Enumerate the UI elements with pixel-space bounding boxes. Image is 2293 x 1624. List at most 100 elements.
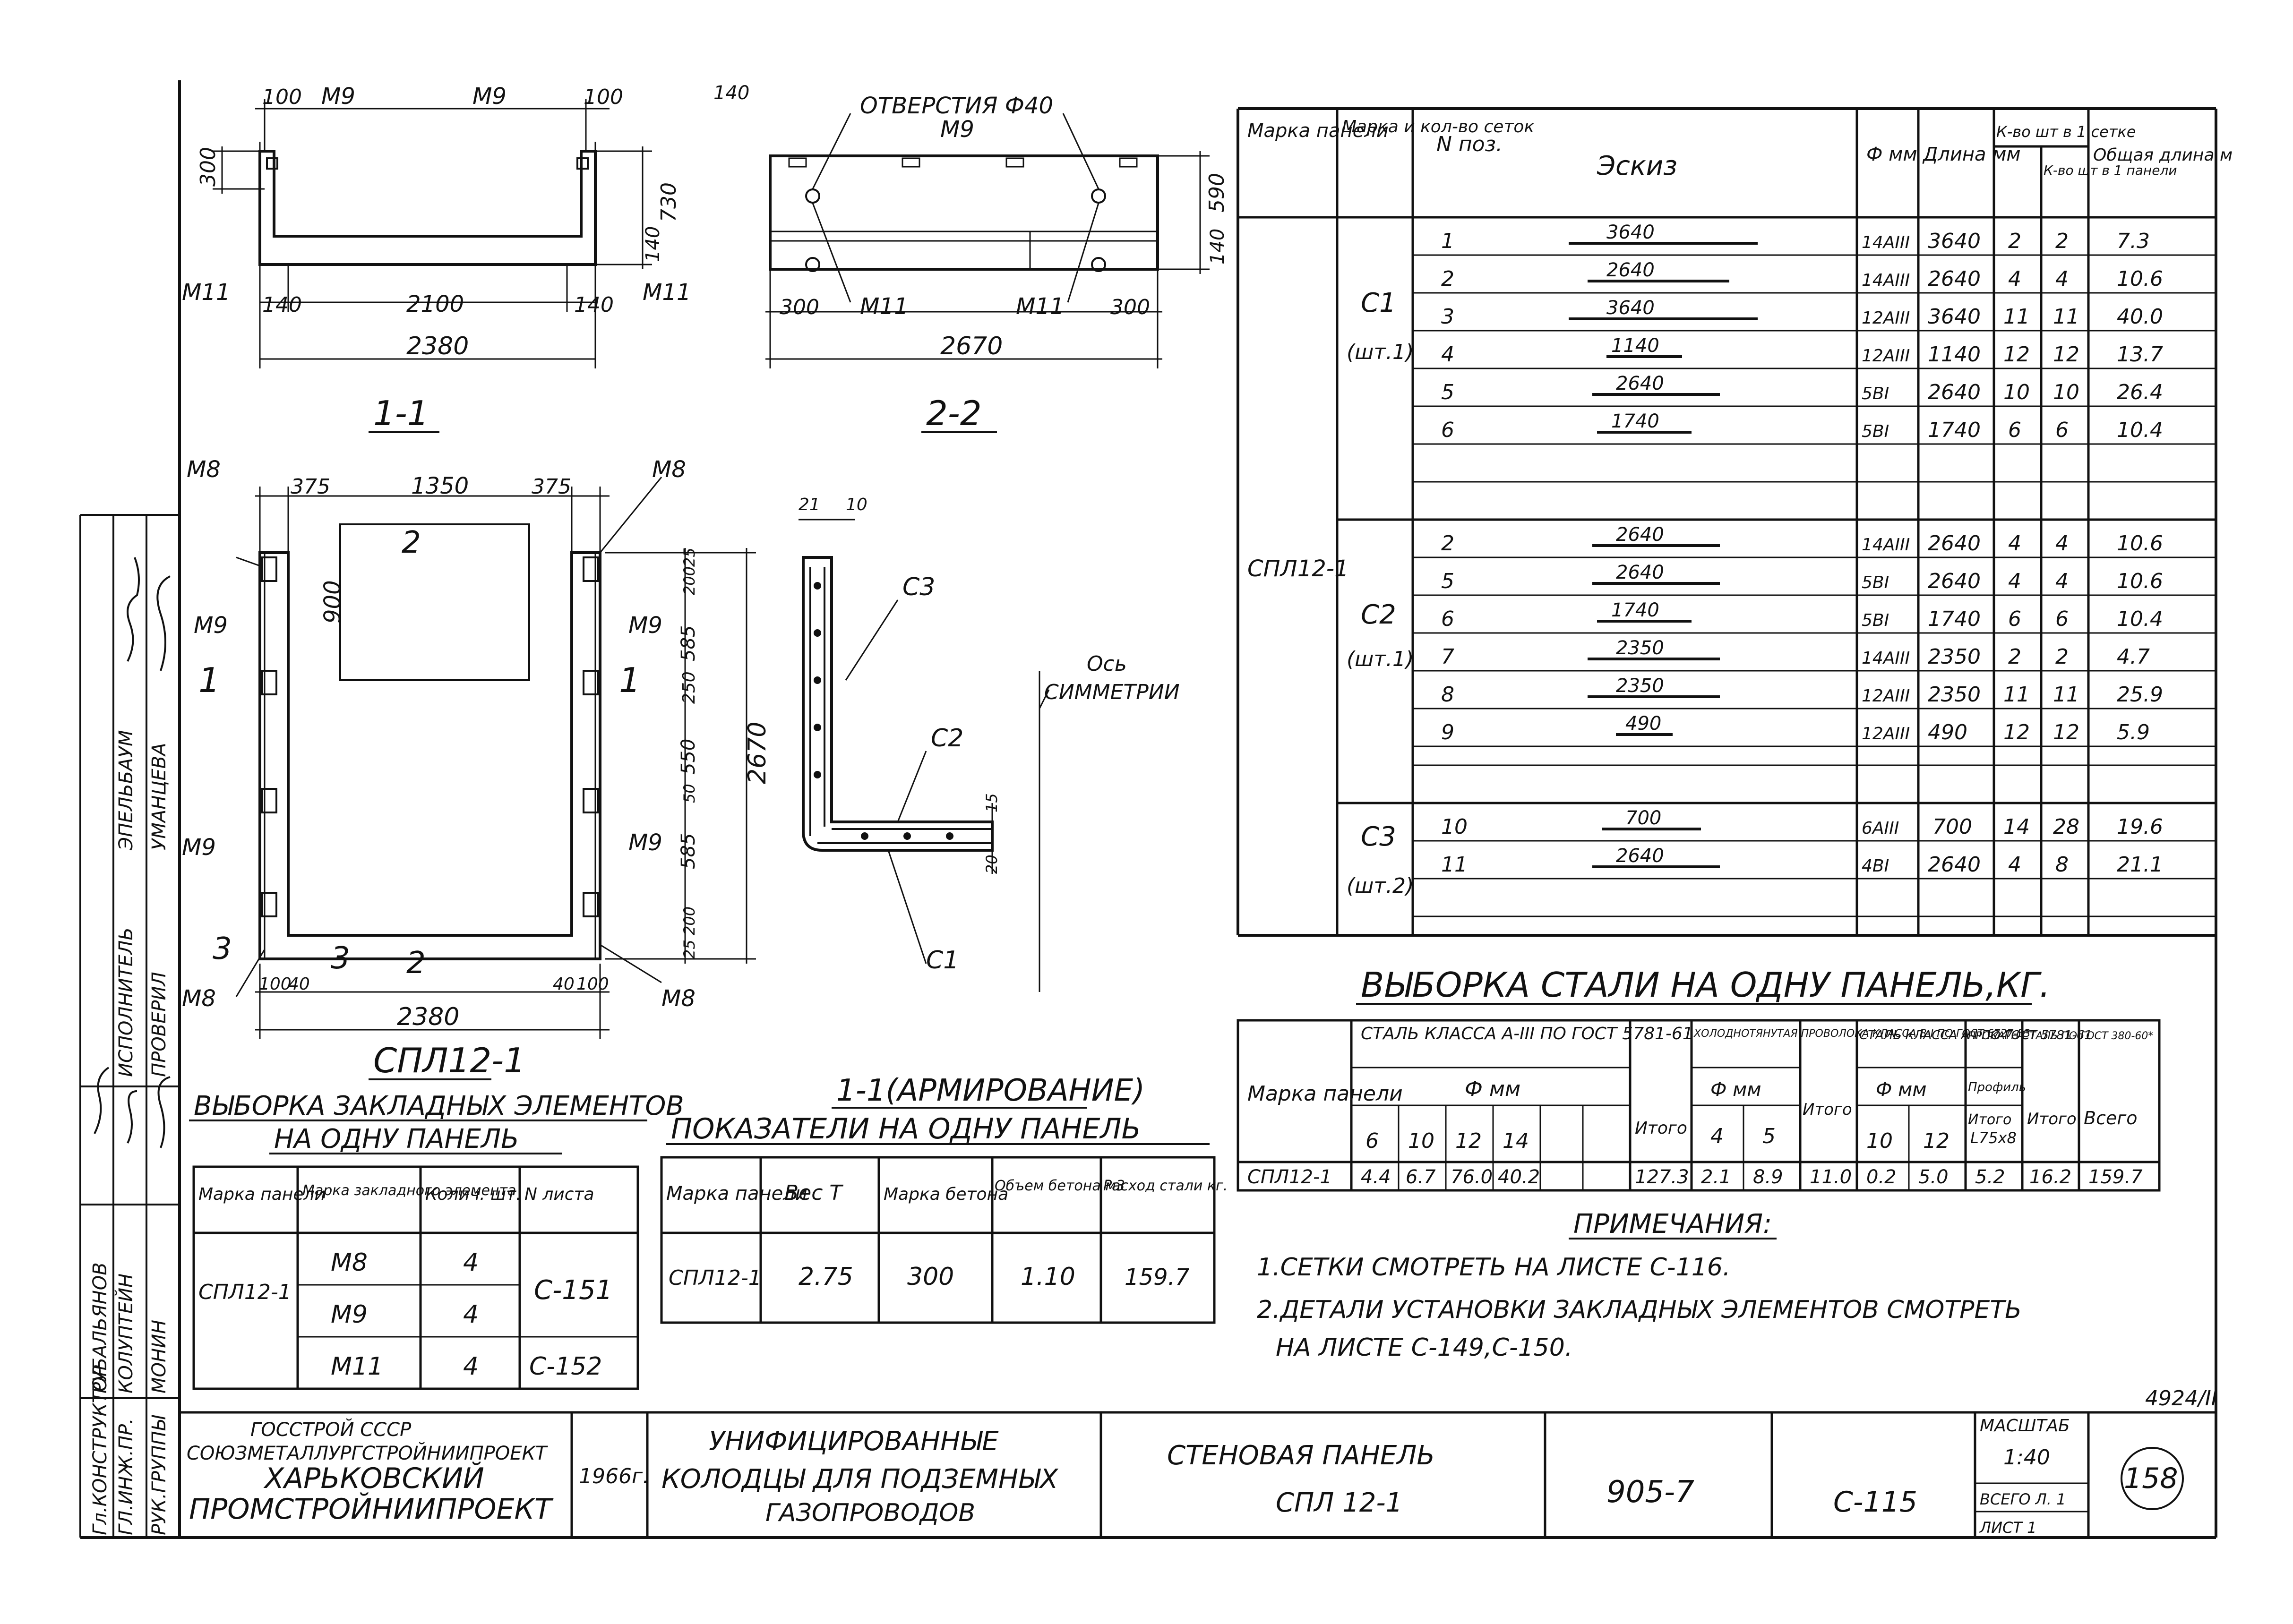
title-block: ГОССТРОЙ СССР СОЮЗМЕТАЛЛУРГСТРОЙНИИПРОЕК…	[180, 1386, 2217, 1538]
spec-h-mesh: Марка и кол-во сеток	[1342, 117, 1534, 137]
spec-cell-n2: 12	[2053, 720, 2079, 744]
rebar-c1: С1	[926, 946, 959, 974]
panel-vdim-9: 25	[680, 940, 698, 959]
rebar-axis-1: Ось	[1087, 652, 1127, 676]
steel-cell: 2.1	[1701, 1166, 1731, 1188]
s11-dim-100-right: 100	[584, 85, 623, 109]
spec-c2-qty: (шт.1)	[1347, 647, 1414, 671]
spec-cell-len: 2640	[1928, 380, 1981, 404]
s11-title: 1-1	[373, 393, 429, 433]
panel-vdim-8: 200	[680, 906, 698, 935]
rebar-dim-15: 15	[983, 793, 1001, 812]
spec-cell-len: 1140	[1928, 342, 1981, 367]
spec-cell-sketch: 490	[1625, 713, 1661, 735]
tb-archive: 4924/II	[2145, 1386, 2217, 1410]
spec-row: 3 3640 12АIII 3640 11 11 40.0	[1441, 297, 2163, 329]
spec-cell-sketch: 2640	[1616, 562, 1664, 583]
s22-dim-140: 140	[1207, 229, 1228, 265]
steel-cell: 16.2	[2029, 1166, 2071, 1188]
spec-cell-n1: 2	[2008, 645, 2021, 669]
tb-scale-label: МАСШТАБ	[1980, 1416, 2070, 1436]
spec-cell-sketch: 700	[1625, 807, 1661, 829]
panel-mark-m9-l1: М9	[194, 612, 228, 639]
emb-cell-el: М11	[331, 1352, 383, 1381]
emb-title-1: ВЫБОРКА ЗАКЛАДНЫХ ЭЛЕМЕНТОВ	[194, 1091, 684, 1121]
steel-h-vsego: Всего	[2084, 1108, 2138, 1128]
tb-sheet: ЛИСТ 1	[1979, 1519, 2036, 1537]
panel-mark-m8-tl: М8	[187, 456, 221, 483]
spec-cell-len: 490	[1928, 720, 1967, 744]
spec-cell-pos: 2	[1441, 531, 1454, 556]
rebar-axis-2: СИММЕТРИИ	[1044, 680, 1180, 704]
spec-cell-dia: 12АIII	[1862, 686, 1910, 706]
signatures	[94, 557, 171, 1148]
panel-vdim-2: 200	[680, 566, 698, 595]
panel-opening-900: 900	[319, 580, 346, 624]
spec-cell-total: 19.6	[2117, 815, 2163, 839]
steel-title: ВЫБОРКА СТАЛИ НА ОДНУ ПАНЕЛЬ,КГ.	[1361, 965, 2050, 1005]
emb-sheet-2: С-152	[529, 1352, 602, 1381]
spec-row: 6 1740 5ВI 1740 6 6 10.4	[1441, 599, 2163, 631]
spec-cell-sketch: 1740	[1611, 599, 1659, 621]
panel-mark-m9-r1: М9	[628, 612, 662, 639]
steel-h-itogo-w: Итого	[1803, 1100, 1852, 1119]
spec-cell-n2: 4	[2055, 569, 2069, 593]
emb-sheet-1: С-151	[534, 1275, 612, 1306]
spec-cell-pos: 4	[1441, 342, 1454, 367]
spec-cell-n1: 4	[2008, 569, 2021, 593]
panel-mark-m9-l2: М9	[182, 834, 216, 861]
tb-org-3: ХАРЬКОВСКИЙ	[263, 1462, 484, 1495]
spec-row: 2 2640 14АIII 2640 4 4 10.6	[1441, 259, 2163, 291]
note-3: НА ЛИСТЕ С-149,С-150.	[1276, 1333, 1572, 1362]
spec-cell-n1: 4	[2008, 267, 2021, 291]
spec-c3-mark: С3	[1361, 821, 1396, 852]
spec-cell-n1: 6	[2008, 607, 2021, 631]
spec-cell-n1: 4	[2008, 531, 2021, 556]
spec-cell-pos: 7	[1441, 645, 1454, 669]
spec-cell-n1: 12	[2003, 720, 2030, 744]
steel-dia-10b: 10	[1866, 1129, 1893, 1153]
spec-cell-dia: 14АIII	[1862, 233, 1910, 252]
spec-cell-n2: 2	[2055, 229, 2069, 253]
spec-cell-n2: 11	[2053, 305, 2079, 329]
steel-cell-prof: 16.2	[1970, 1183, 1972, 1184]
panel-vdim-4: 250	[679, 671, 699, 704]
s22-title: 2-2	[926, 393, 982, 433]
spec-cell-n2: 2	[2055, 645, 2069, 669]
spec-row: 9 490 12АIII 490 12 12 5.9	[1441, 713, 2150, 744]
spec-cell-dia: 12АIII	[1862, 724, 1910, 744]
spec-cell-pos: 10	[1441, 815, 1468, 839]
emb-cell-el: М9	[331, 1300, 368, 1329]
tb-year: 1966г.	[579, 1464, 649, 1488]
ind-h-steel: Расход стали кг.	[1103, 1178, 1228, 1194]
note-2: 2.ДЕТАЛИ УСТАНОВКИ ЗАКЛАДНЫХ ЭЛЕМЕНТОВ С…	[1257, 1296, 2022, 1324]
spec-cell-pos: 1	[1441, 229, 1454, 253]
spec-c3-qty: (шт.2)	[1347, 874, 1414, 898]
stamp-role-5: ПРОВЕРИЛ	[148, 972, 170, 1077]
steel-cell: 6.7	[1406, 1166, 1436, 1188]
cut-3-left: 3	[213, 932, 232, 966]
spec-cell-n2: 12	[2053, 342, 2079, 367]
spec-cell-total: 13.7	[2117, 342, 2163, 367]
rebar-dots	[814, 582, 953, 840]
spec-row: 11 2640 4ВI 2640 4 8 21.1	[1441, 845, 2163, 877]
note-1: 1.СЕТКИ СМОТРЕТЬ НА ЛИСТЕ С-116.	[1257, 1253, 1730, 1282]
spec-cell-sketch: 2350	[1616, 675, 1664, 697]
steel-cell: 127.3	[1635, 1166, 1689, 1188]
ind-title: ПОКАЗАТЕЛИ НА ОДНУ ПАНЕЛЬ	[671, 1112, 1141, 1145]
spec-cell-n2: 8	[2055, 853, 2069, 877]
s22-dim-300-right: 300	[1110, 295, 1150, 319]
spec-cell-total: 25.9	[2117, 683, 2163, 707]
steel-dia-12: 12	[1455, 1129, 1482, 1153]
steel-h-wire: ХОЛОДНОТЯНУТАЯ ПРОВОЛОКА КЛАССА В-I ПО Г…	[1693, 1028, 2030, 1040]
spec-cell-total: 40.0	[2117, 305, 2163, 329]
spec-cell-sketch: 3640	[1606, 222, 1655, 243]
s11-dim-730: 730	[657, 182, 681, 222]
steel-dia-4: 4	[1710, 1124, 1724, 1148]
embedded-plates	[261, 556, 599, 917]
panel-overall-2670: 2670	[743, 722, 772, 784]
s11-dim-2100: 2100	[406, 291, 464, 317]
emb-cell-el: М8	[331, 1248, 368, 1277]
rebar-title: 1-1(АРМИРОВАНИЕ)	[836, 1073, 1145, 1108]
s11-overall-2380: 2380	[406, 332, 469, 360]
